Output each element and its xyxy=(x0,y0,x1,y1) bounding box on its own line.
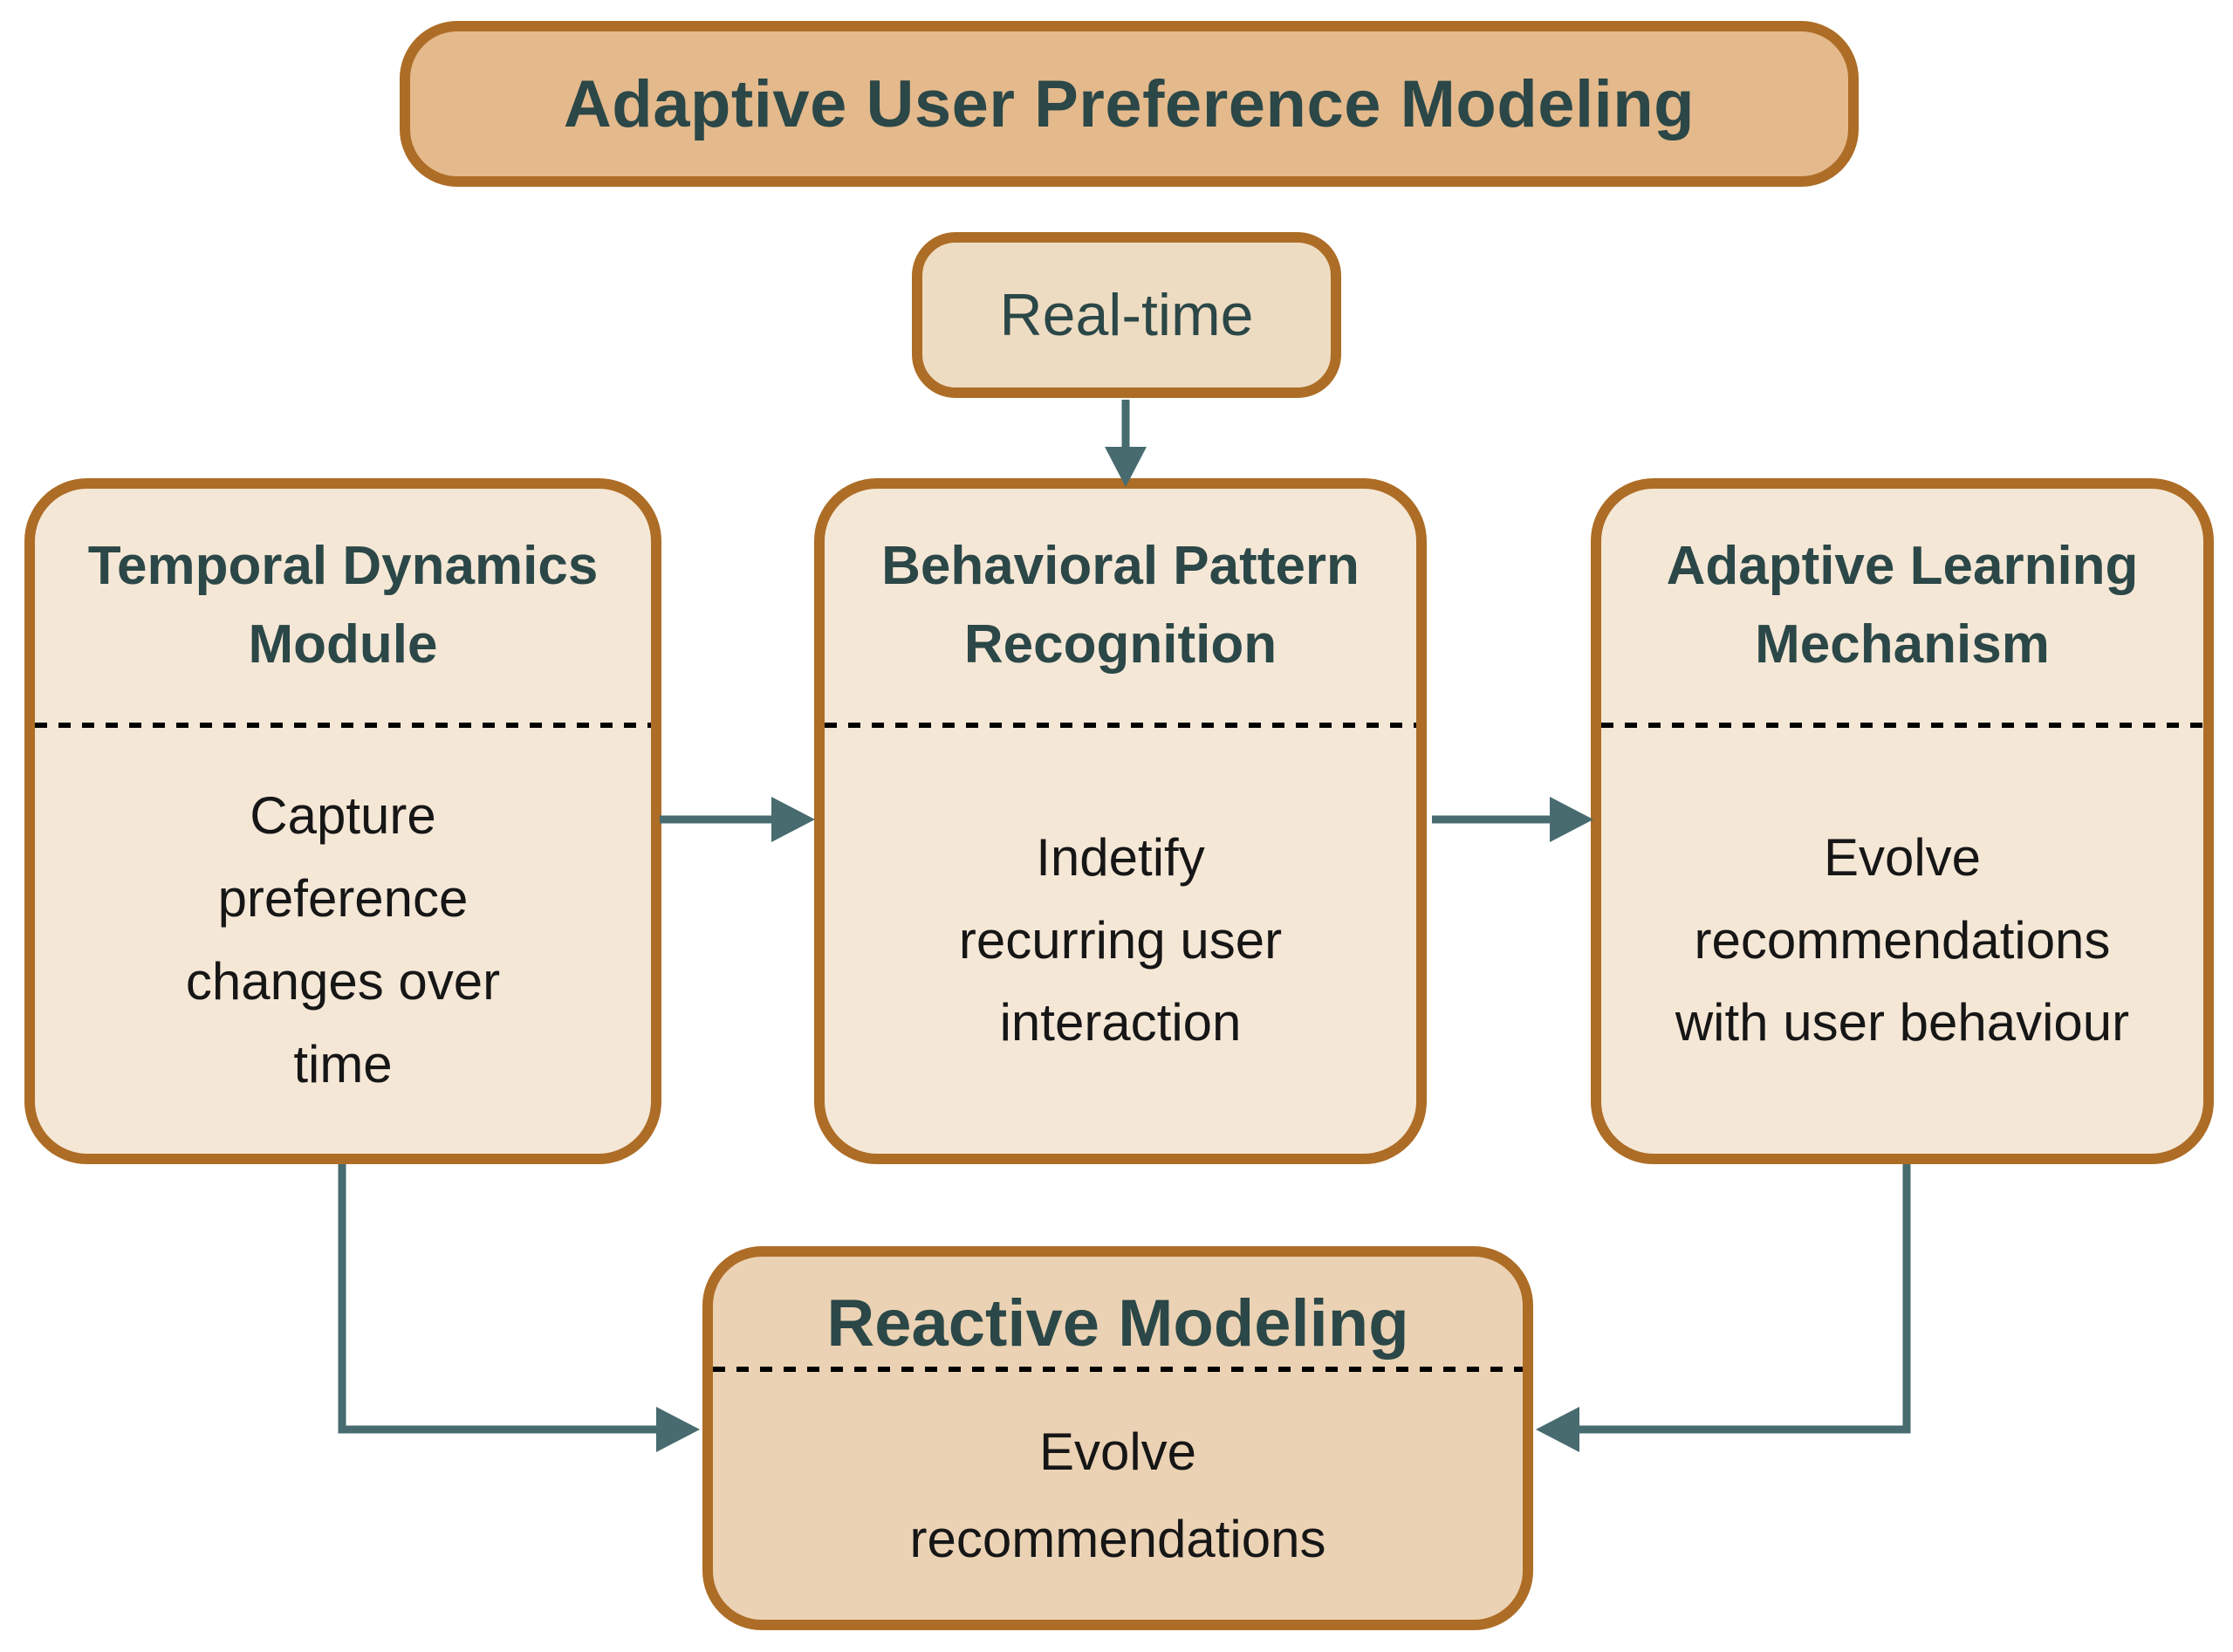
arrowhead-left-icon xyxy=(1536,1407,1579,1452)
module-description-temporal-dynamics: Capture preference changes over time xyxy=(185,786,501,1093)
arrow-temporal-to-behavioral xyxy=(660,797,815,842)
module-description-adaptive-learning: Evolve recommendations with user behavio… xyxy=(1675,827,2130,1052)
realtime-label: Real-time xyxy=(999,282,1254,348)
reactive-modeling-description: Evolve recommendations xyxy=(909,1422,1326,1568)
reactive-modeling-node: Reactive Modeling Evolve recommendations xyxy=(702,1246,1533,1630)
module-description-behavioral-pattern: Indetify recurring user interaction xyxy=(958,827,1283,1052)
realtime-node: Real-time xyxy=(912,232,1341,398)
connector-elbow-line xyxy=(1576,1164,1911,1434)
arrow-temporal-to-reactive xyxy=(338,1164,700,1452)
dashed-divider xyxy=(35,723,651,728)
diagram-title: Adaptive User Preference Modeling xyxy=(563,66,1695,141)
dashed-divider xyxy=(1601,723,2203,728)
arrow-adaptive-to-reactive xyxy=(1536,1164,1911,1452)
arrow-behavioral-to-adaptive xyxy=(1432,797,1593,842)
module-node-temporal-dynamics: Temporal Dynamics Module Capture prefere… xyxy=(24,478,661,1164)
dashed-divider xyxy=(825,723,1416,728)
arrowhead-right-icon xyxy=(1550,797,1593,842)
arrowhead-right-icon xyxy=(656,1407,700,1452)
module-title-adaptive-learning: Adaptive Learning Mechanism xyxy=(1666,536,2139,675)
dashed-divider xyxy=(713,1367,1523,1372)
reactive-modeling-title: Reactive Modeling xyxy=(826,1286,1409,1361)
module-node-adaptive-learning: Adaptive Learning Mechanism Evolve recom… xyxy=(1591,478,2214,1164)
module-node-behavioral-pattern: Behavioral Pattern Recognition Indetify … xyxy=(814,478,1427,1164)
arrowhead-right-icon xyxy=(771,797,815,842)
module-title-temporal-dynamics: Temporal Dynamics Module xyxy=(87,536,599,675)
connector-elbow-line xyxy=(338,1164,660,1434)
arrow-realtime-to-behavioral xyxy=(1105,400,1147,487)
diagram-title-node: Adaptive User Preference Modeling xyxy=(400,21,1859,187)
module-title-behavioral-pattern: Behavioral Pattern Recognition xyxy=(881,536,1360,675)
